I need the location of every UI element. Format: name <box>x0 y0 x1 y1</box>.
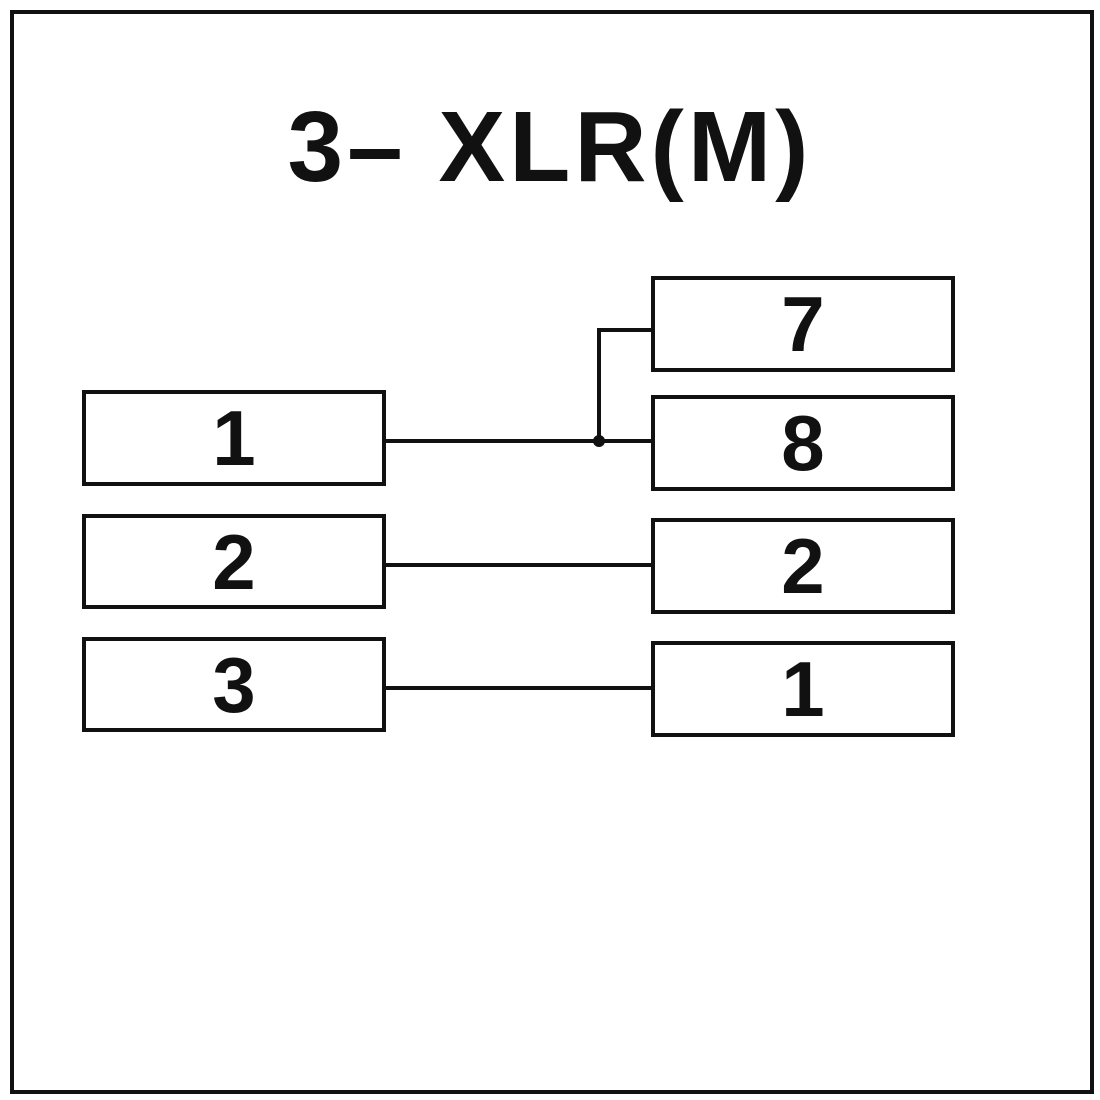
left-pin-box: 2 <box>82 514 386 609</box>
left-pin-label: 3 <box>212 640 256 729</box>
right-pin-box: 7 <box>651 276 955 372</box>
diagram-title: 3– XLR(M) <box>287 91 813 203</box>
right-pin-box: 8 <box>651 395 955 491</box>
right-pin-box: 2 <box>651 518 955 614</box>
left-pin-label: 2 <box>212 517 256 606</box>
left-pin-label: 1 <box>212 394 256 482</box>
right-pin-box: 1 <box>651 641 955 737</box>
right-pin-label: 2 <box>781 522 825 610</box>
right-pin-label: 1 <box>781 645 825 733</box>
right-pin-label: 7 <box>781 280 825 368</box>
right-pin-label: 8 <box>781 399 825 487</box>
left-pin-box: 1 <box>82 390 386 486</box>
diagram-frame <box>10 10 1094 1094</box>
junction-dot <box>593 435 605 447</box>
wire-branch-right7 <box>597 328 652 441</box>
left-pin-box: 3 <box>82 637 386 732</box>
